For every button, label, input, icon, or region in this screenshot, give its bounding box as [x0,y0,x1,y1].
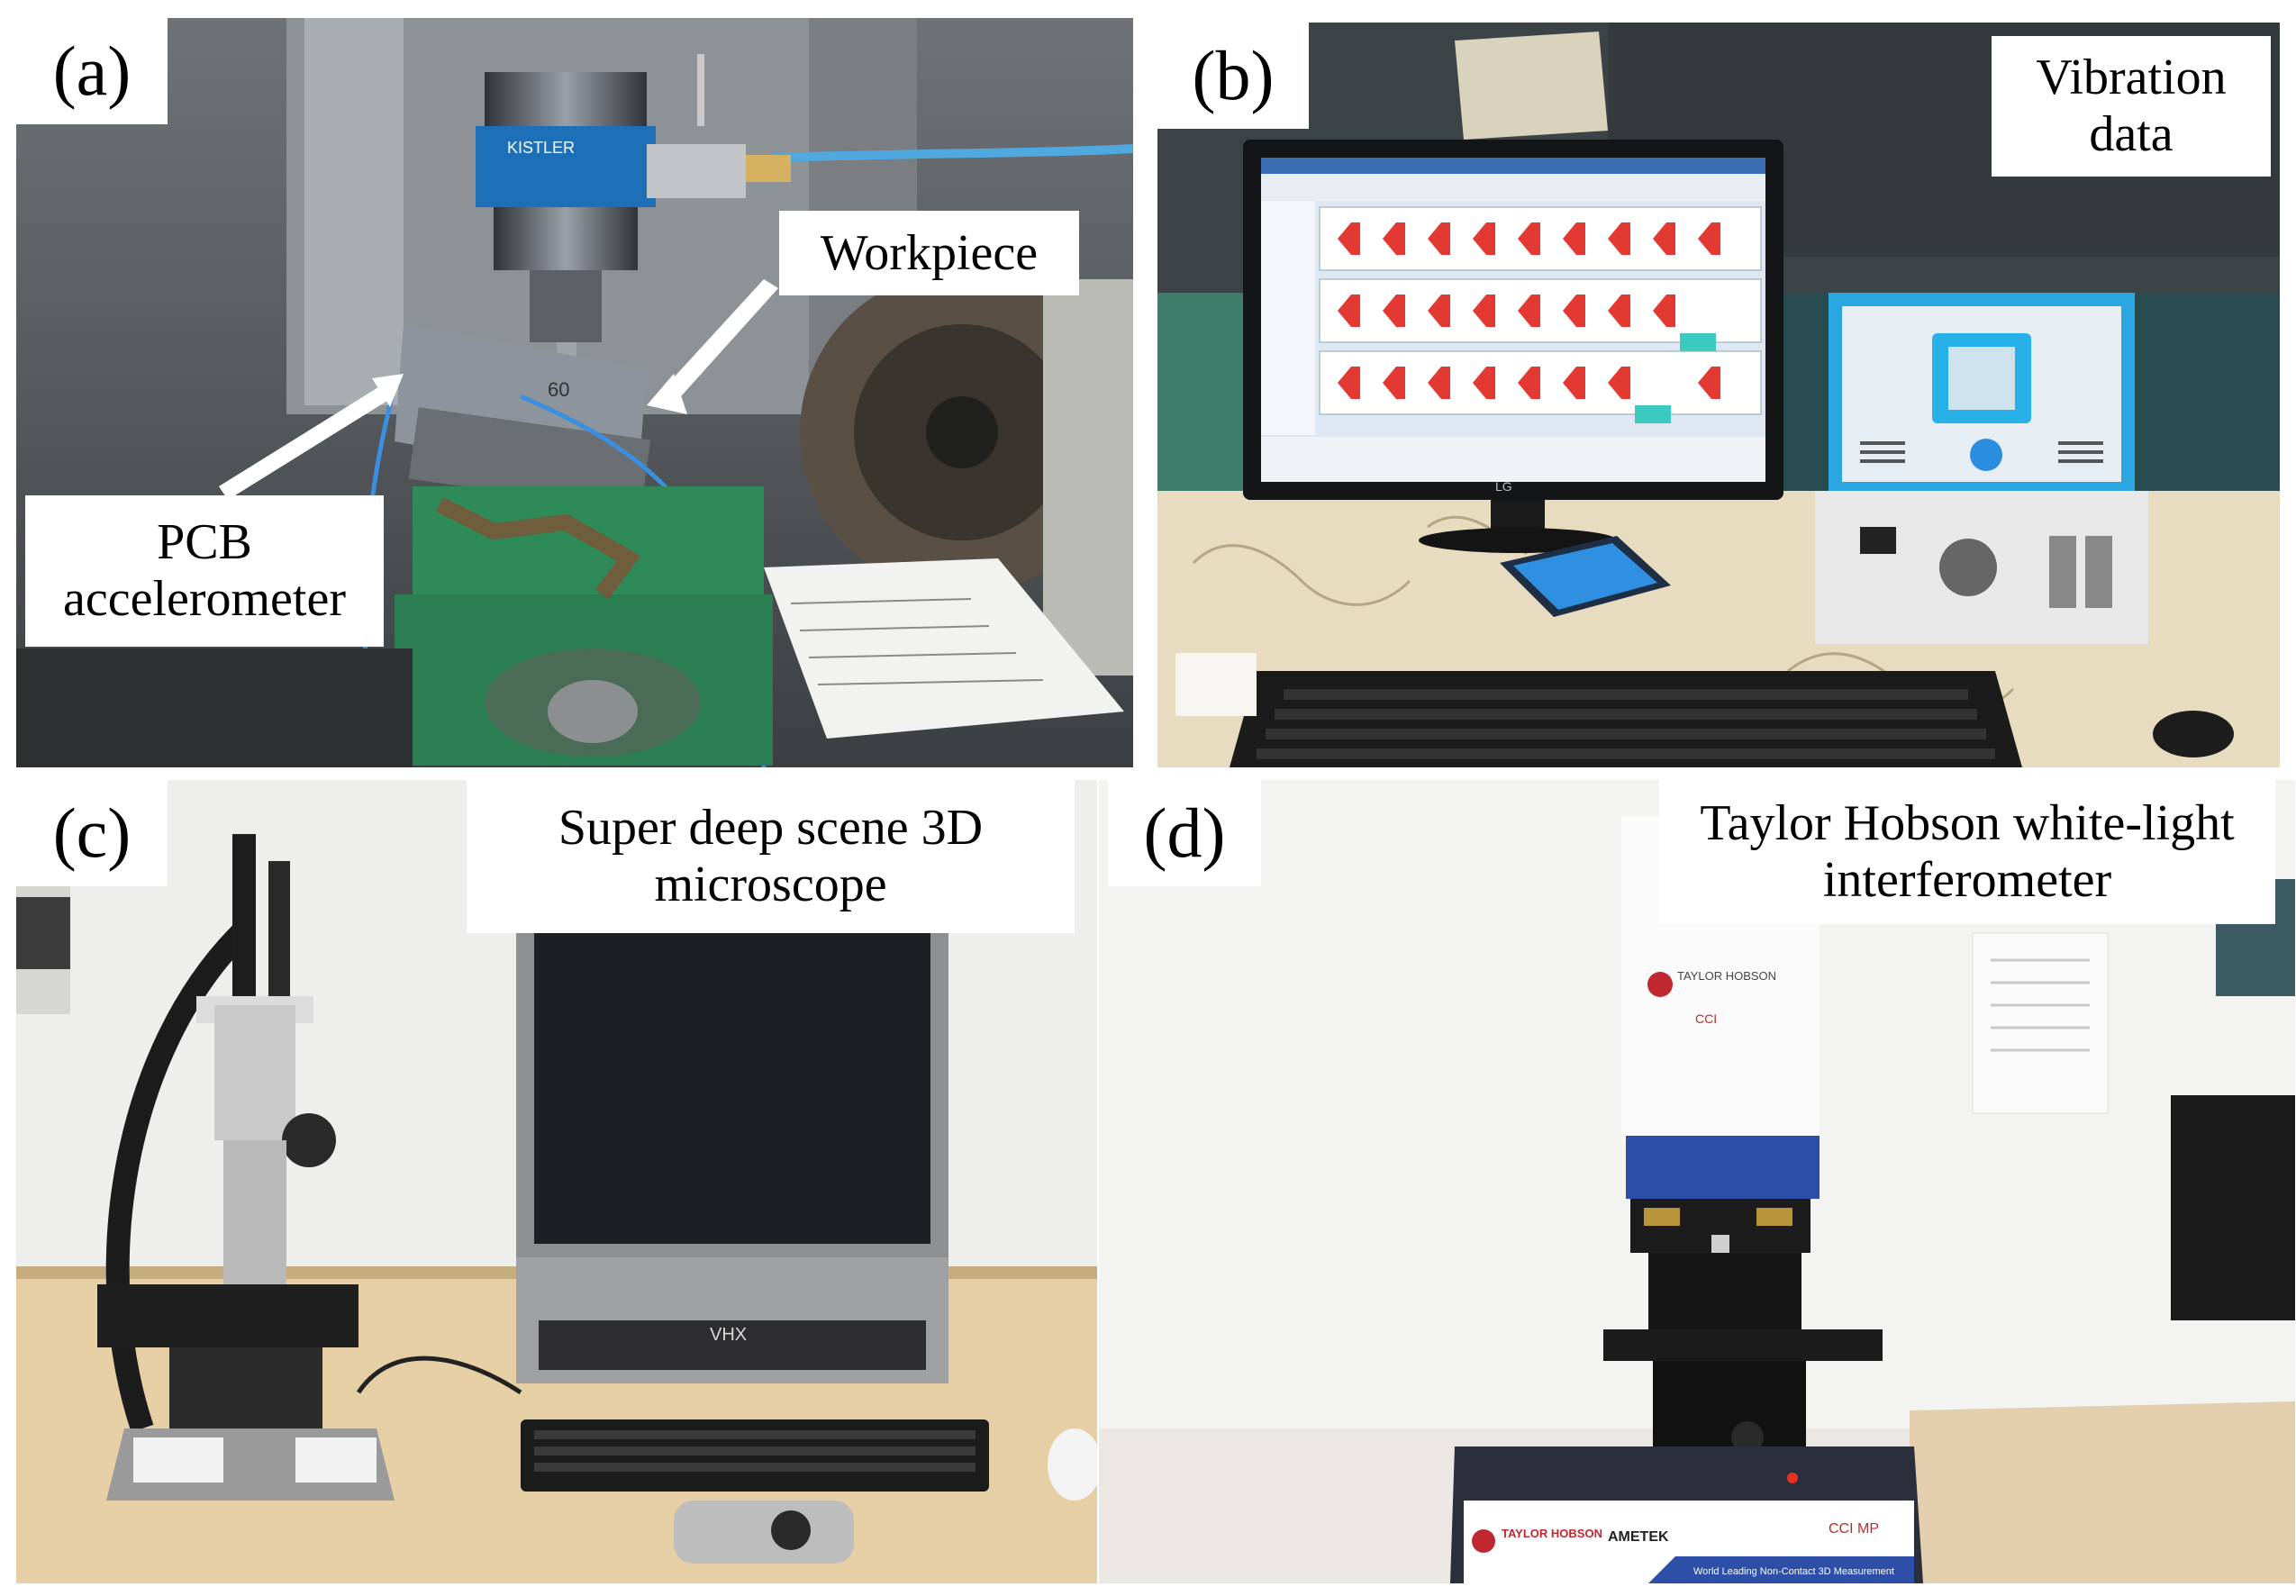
workpiece-callout: Workpiece [779,211,1079,295]
kistler-mark: KISTLER [507,139,575,157]
workpiece-mark: 60 [548,378,569,401]
vibration-caption-line2: data [2089,106,2173,162]
accelerometer-arrow [219,383,395,500]
panel-label-a: (a) [16,18,168,124]
microscope-caption-line1: Super deep scene 3D [558,800,984,857]
accelerometer-callout-line1: PCB [157,514,252,571]
panel-label-b: (b) [1157,23,1309,129]
microscope-caption: Super deep scene 3D microscope [467,780,1075,933]
workpiece-arrow [665,279,778,396]
panel-label-c: (c) [16,780,168,886]
base-company: AMETEK [1608,1529,1669,1545]
taylor-hobson-base-logo-icon [1472,1529,1495,1553]
lg-logo: LG [1495,479,1512,494]
panel-d-interferometer: TAYLOR HOBSON CCI TAYLOR HOBSON AMETEK C… [1099,780,2295,1583]
panel-c-microscope: VHX (c) Super deep scene 3D microscope [16,780,1097,1583]
head-brand: TAYLOR HOBSON [1677,969,1776,983]
microscope-stage [97,1284,358,1347]
milling-machine-photo: KISTLER 60 [16,18,1133,767]
base-model: CCI MP [1829,1521,1879,1537]
panel-label-d: (d) [1108,780,1261,886]
vibration-data-caption: Vibration data [1992,36,2271,177]
vibration-workstation-photo: LG [1157,23,2280,767]
vibration-caption-line1: Vibration [2036,50,2227,106]
interferometer-caption: Taylor Hobson white-light interferometer [1659,780,2275,924]
interferometer-caption-line2: interferometer [1822,852,2112,908]
fiber-light-guide [105,924,250,1433]
panel-a-milling-setup: KISTLER 60 [16,18,1133,767]
interferometer-stage [1603,1329,1883,1361]
microscope-caption-line2: microscope [654,857,887,912]
head-model: CCI [1695,1011,1717,1026]
taylor-hobson-head-logo-icon [1647,972,1673,997]
base-tagline: World Leading Non-Contact 3D Measurement [1693,1566,1894,1577]
base-brand: TAYLOR HOBSON [1502,1527,1602,1540]
accelerometer-callout-line2: accelerometer [63,571,346,627]
accelerometer-callout: PCB accelerometer [25,495,384,647]
panel-b-vibration-setup: LG (b) Vib [1157,23,2280,767]
microscope-photo: VHX [16,780,1097,1583]
vhx-logo: VHX [710,1325,747,1345]
interferometer-caption-line1: Taylor Hobson white-light [1700,795,2235,852]
